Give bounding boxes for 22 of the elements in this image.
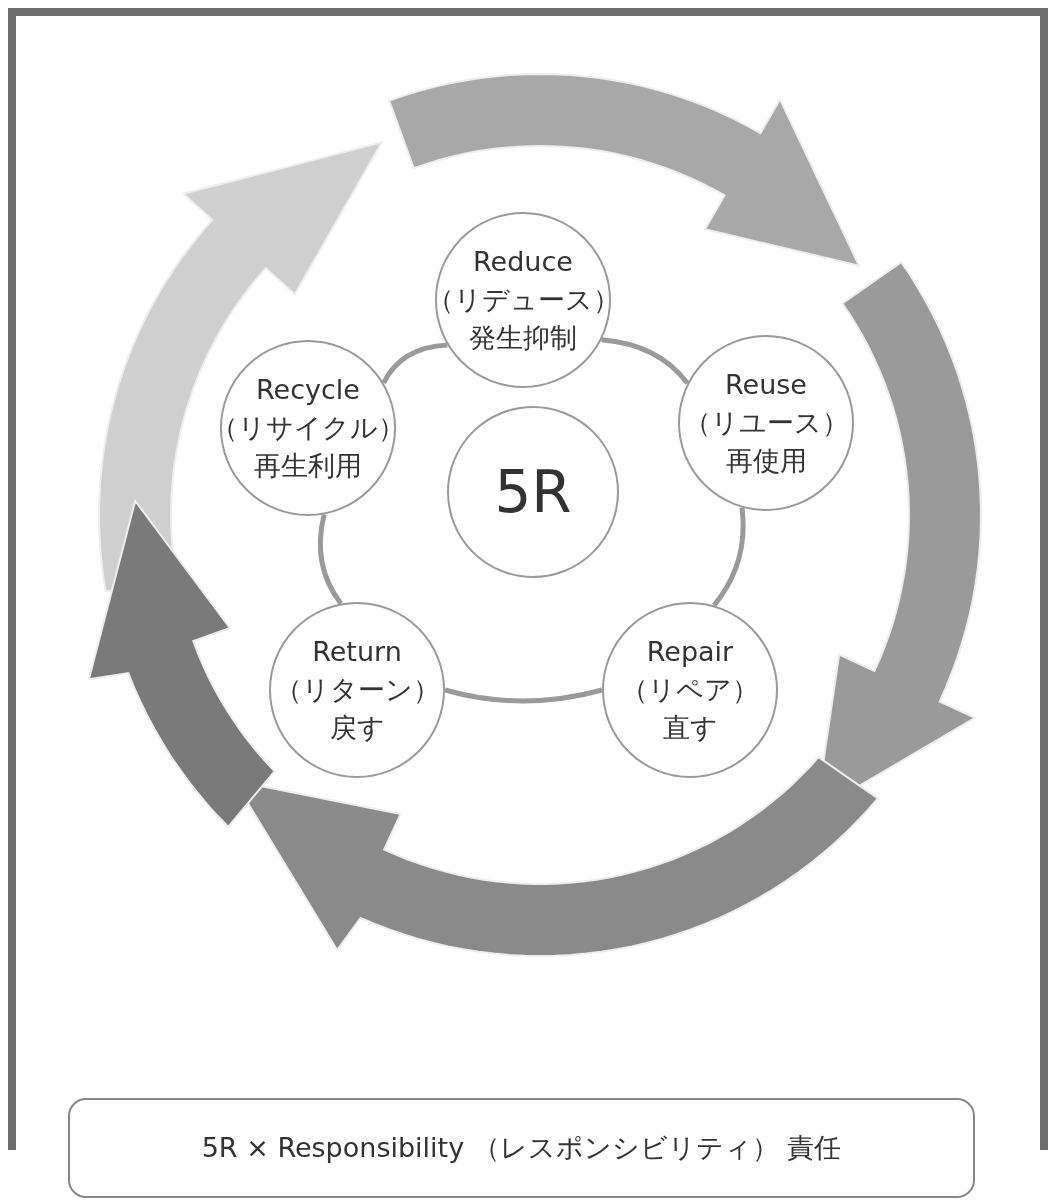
node-text: 発生抑制: [469, 321, 577, 355]
ring-connector: [712, 507, 746, 607]
node-text: Return: [312, 635, 402, 669]
node-text: Reduce: [473, 245, 573, 279]
node-text: （リサイクル）: [211, 411, 405, 445]
node-text: Reuse: [725, 368, 807, 402]
node-text: 直す: [662, 711, 718, 745]
ring-connector: [444, 687, 603, 704]
ring-connector: [317, 513, 343, 605]
node-text: 5R × Responsibility （レスポンシビリティ） 責任: [201, 1131, 842, 1165]
node-text: 戻す: [329, 711, 385, 745]
node-text: （リターン）: [274, 673, 440, 707]
caption-box: [68, 1098, 975, 1198]
node-text: （リペア）: [621, 673, 759, 707]
node-text: （リデュース）: [426, 283, 620, 317]
node-text: 再使用: [725, 444, 807, 478]
node-text: 再生利用: [254, 449, 362, 483]
node-text: Recycle: [256, 373, 360, 407]
node-text: Repair: [646, 635, 734, 669]
ring-connector: [381, 342, 448, 385]
node-text: （リユース）: [683, 406, 849, 440]
ring-connector: [601, 337, 690, 385]
